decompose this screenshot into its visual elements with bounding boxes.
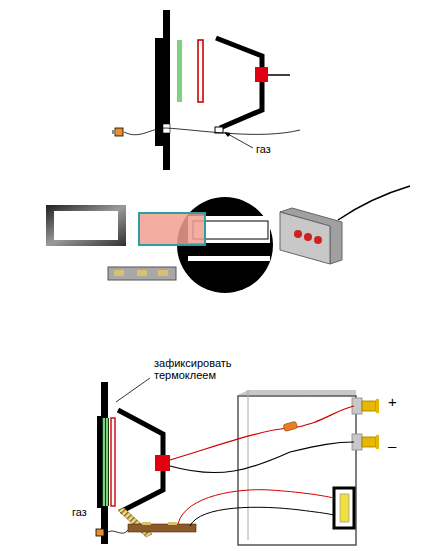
- bottom-assembly: [96, 378, 379, 545]
- middle-parts: [46, 186, 410, 293]
- gas-label: газ: [72, 506, 102, 518]
- polarity-label: +: [388, 393, 408, 410]
- polarity-label: –: [388, 437, 408, 454]
- note-label: зафиксировать термоклеем: [154, 357, 254, 381]
- top-assembly: [112, 10, 300, 170]
- gas-label: газ: [256, 143, 296, 155]
